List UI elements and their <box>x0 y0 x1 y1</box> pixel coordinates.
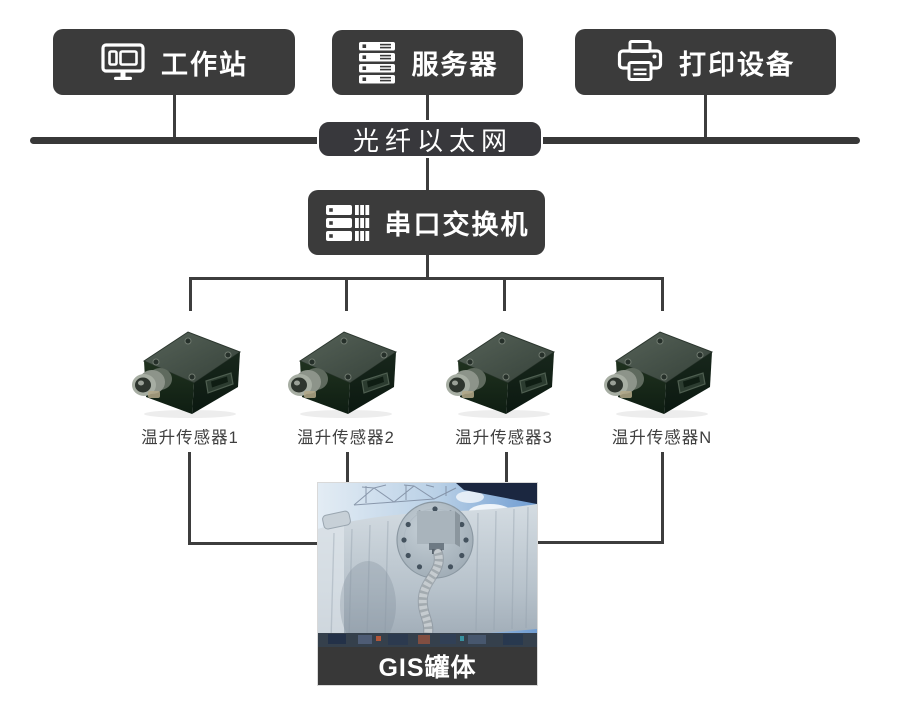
sensor-device-2 <box>287 331 397 419</box>
connector-sensorn-tank-vertical <box>660 452 664 544</box>
sensor-device-n <box>603 331 713 419</box>
drop-sensor-1 <box>188 277 192 311</box>
connector-workstation-bus <box>172 95 176 137</box>
sensor-device-1 <box>131 331 241 419</box>
connector-switch-branch <box>425 255 429 278</box>
sensor-label-3: 温升传感器3 <box>455 429 553 447</box>
ethernet-bus-label: 光纤以太网 <box>317 120 543 158</box>
connector-sensor3-tank <box>504 452 508 484</box>
drop-sensor-n <box>660 277 664 311</box>
connector-printer-bus <box>703 95 707 137</box>
gis-tank-photo: GIS罐体 <box>317 482 538 686</box>
sensor-branch-line <box>188 277 664 280</box>
drop-sensor-3 <box>502 277 506 311</box>
switch-rack-icon <box>324 202 370 244</box>
sensor-label-n: 温升传感器N <box>611 429 713 447</box>
printer-icon <box>616 39 664 85</box>
serial-switch-label: 串口交换机 <box>384 210 530 240</box>
sensor-label-1: 温升传感器1 <box>141 429 239 447</box>
connector-sensor2-tank <box>345 452 349 484</box>
sensor-label-2: 温升传感器2 <box>297 429 395 447</box>
gis-tank-caption: GIS罐体 <box>318 647 537 685</box>
connector-server-bus <box>425 95 429 122</box>
monitor-icon <box>100 42 146 82</box>
connector-sensorn-tank-horizontal <box>537 541 663 544</box>
server-rack-icon <box>357 40 397 86</box>
connector-sensor1-tank-horizontal <box>187 542 319 545</box>
drop-sensor-2 <box>344 277 348 311</box>
printer-label: 打印设备 <box>679 49 795 80</box>
node-workstation: 工作站 <box>53 29 295 95</box>
node-server: 服务器 <box>332 30 523 95</box>
connector-sensor1-tank-vertical <box>187 452 191 545</box>
connector-bus-switch <box>425 158 429 190</box>
gis-tank-illustration <box>318 483 537 647</box>
sensor-device-3 <box>445 331 555 419</box>
node-serial-switch: 串口交换机 <box>308 190 545 255</box>
server-label: 服务器 <box>411 50 499 80</box>
workstation-label: 工作站 <box>161 49 248 80</box>
node-printer: 打印设备 <box>575 29 836 95</box>
